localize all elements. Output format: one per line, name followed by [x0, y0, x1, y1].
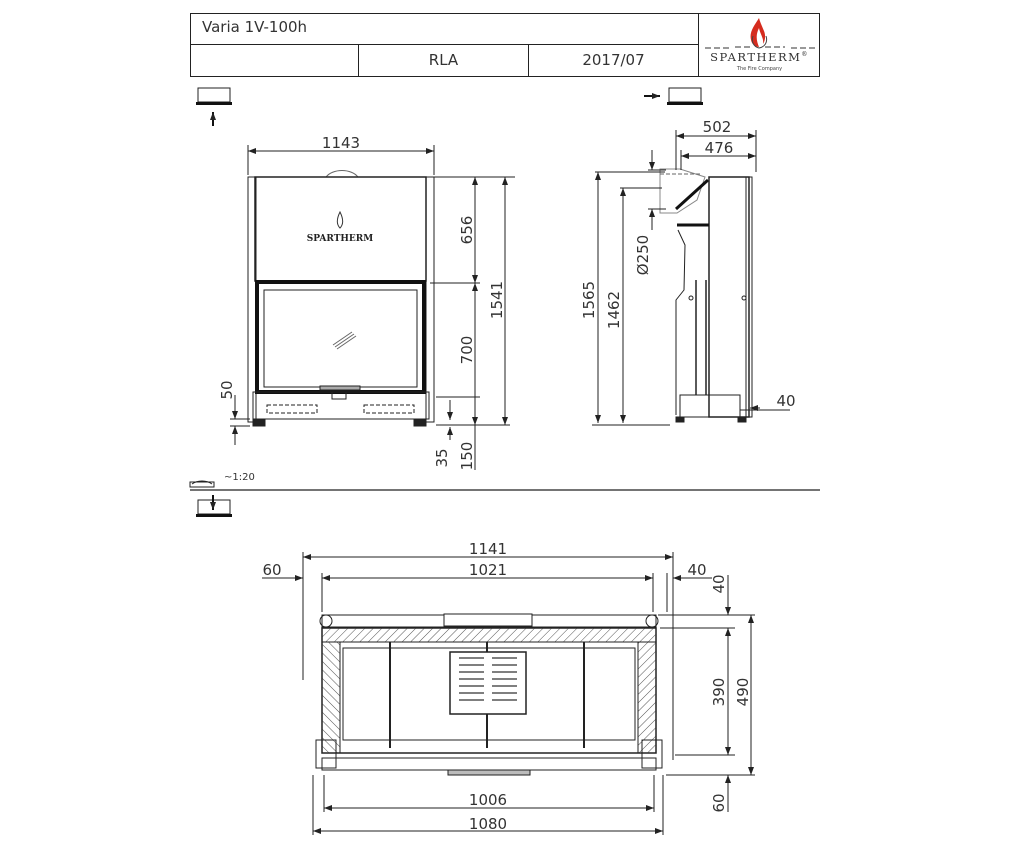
- view-from-top-icon: [196, 495, 232, 517]
- dim-front-total-height: 1541: [488, 281, 506, 319]
- dim-front-bottom: 150: [458, 442, 476, 471]
- dim-side-depth-outer: 502: [703, 118, 732, 136]
- side-view: [659, 168, 753, 423]
- date: 2017/07: [529, 45, 699, 77]
- drawn-by: RLA: [359, 45, 529, 77]
- view-from-side-icon: [644, 87, 703, 105]
- front-logo: SPARTHERM: [307, 210, 373, 244]
- spartherm-logo: SPARTHERM® The Fire Company: [699, 14, 820, 77]
- dim-top-width-inner: 1021: [469, 561, 507, 579]
- dim-top-bottom-offset: 60: [710, 793, 728, 812]
- scale-ruler-icon: [189, 480, 215, 488]
- top-dimensions: [262, 552, 755, 835]
- dim-top-frame-outer: 1080: [469, 815, 507, 833]
- dim-top-left-offset: 60: [262, 561, 281, 579]
- dim-front-feet: 50: [218, 380, 236, 399]
- top-view: [315, 613, 663, 776]
- dim-top-width-outer: 1141: [469, 540, 507, 558]
- logo-tagline: The Fire Company: [736, 66, 783, 72]
- dim-side-offset: 40: [776, 392, 795, 410]
- dim-top-frame-inner: 1006: [469, 791, 507, 809]
- dim-front-width: 1143: [322, 134, 360, 152]
- dim-side-flue: Ø250: [634, 235, 652, 275]
- scale-label: ~1:20: [224, 472, 255, 483]
- empty-cell: [191, 45, 359, 77]
- side-dimensions: [592, 130, 790, 426]
- dim-top-depth-outer: 490: [734, 678, 752, 707]
- logo-brand: SPARTHERM®: [710, 50, 809, 64]
- front-dimensions: [230, 145, 515, 470]
- dim-side-height-flue: 1462: [605, 291, 623, 329]
- view-from-front-icon: [196, 87, 232, 126]
- model-name: Varia 1V-100h: [191, 14, 699, 45]
- flame-icon: [705, 18, 815, 49]
- title-block: Varia 1V-100h RLA 2017/07 SPARTHERM® The…: [190, 13, 820, 77]
- dim-side-depth-inner: 476: [705, 139, 734, 157]
- dim-front-base: 35: [433, 448, 451, 467]
- dim-side-height-total: 1565: [580, 281, 598, 319]
- dim-top-top-offset: 40: [710, 574, 728, 593]
- dim-front-door: 700: [458, 336, 476, 365]
- svg-text:SPARTHERM: SPARTHERM: [307, 234, 373, 244]
- dim-top-right-offset: 40: [687, 561, 706, 579]
- dim-top-depth-inner: 390: [710, 678, 728, 707]
- front-view: [247, 169, 435, 427]
- dim-front-upper: 656: [458, 216, 476, 245]
